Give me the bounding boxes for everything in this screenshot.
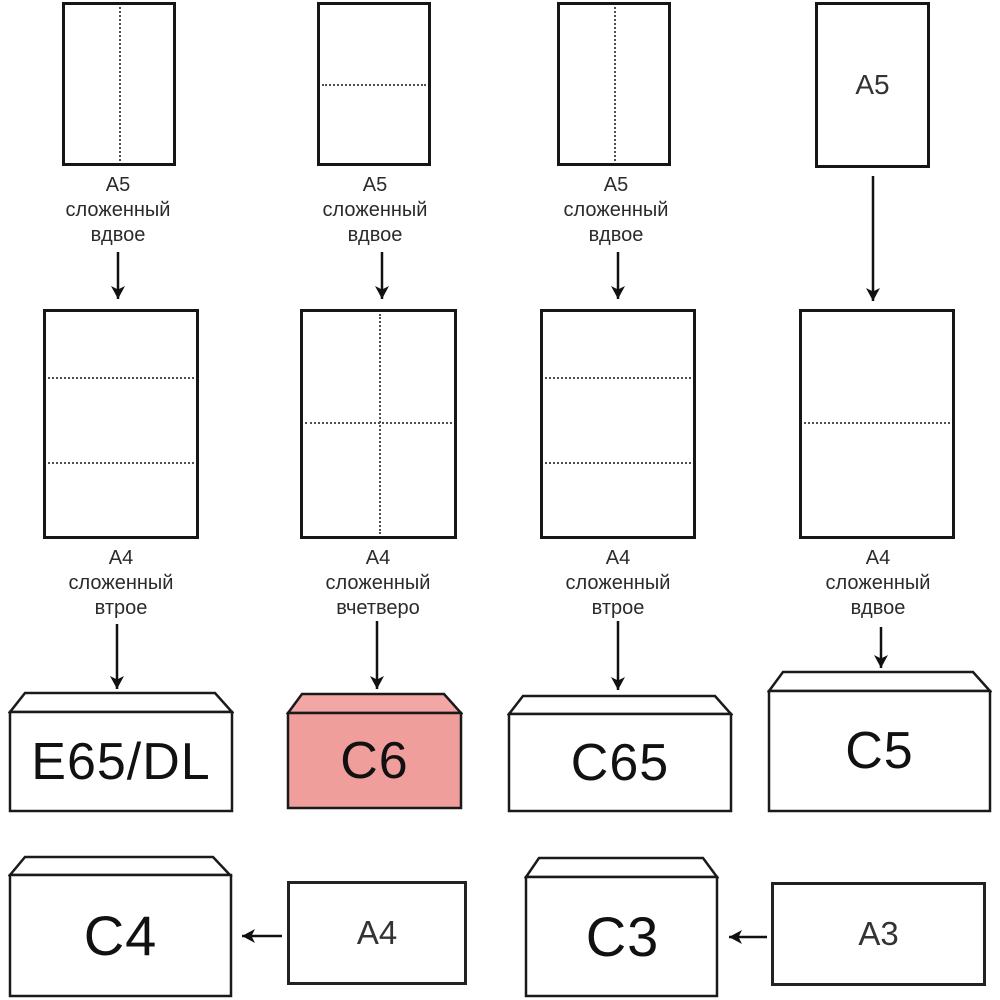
paper-a5-fold-half-col2 — [317, 2, 431, 166]
caption-a5-col1: А5 сложенный вдвое — [28, 173, 208, 248]
paper-label-a3: А3 — [858, 915, 899, 952]
caption-line: А4 — [365, 547, 391, 569]
caption-a5-col2: А5 сложенный вдвое — [285, 173, 465, 248]
envelope-label-c5: C5 — [845, 722, 914, 780]
caption-line: А4 — [865, 547, 891, 569]
fold-line-vertical — [119, 7, 121, 161]
fold-line-horizontal — [545, 376, 691, 379]
envelope-shape — [286, 692, 463, 810]
paper-a3-flat: А3 — [771, 882, 986, 986]
paper-a5-fold-half-col3 — [557, 2, 671, 166]
envelope-c6-highlighted: C6 — [286, 692, 463, 810]
fold-line-horizontal — [545, 462, 691, 465]
caption-line: А5 — [603, 174, 629, 196]
envelope-label-c3: C3 — [585, 905, 660, 968]
caption-a4-col1: А4 сложенный втрое — [31, 546, 211, 621]
envelope-body — [767, 689, 992, 813]
envelope-flap — [507, 694, 733, 716]
envelope-label-c6: C6 — [340, 731, 409, 790]
caption-line: А5 — [105, 174, 131, 196]
caption-line: вчетверо — [336, 597, 420, 619]
envelope-c4: C4 — [8, 855, 233, 998]
caption-a4-col2: А4 сложенный вчетверо — [288, 546, 468, 621]
caption-a5-col3: А5 сложенный вдвое — [526, 173, 706, 248]
fold-line-vertical — [378, 314, 381, 534]
caption-line: втрое — [94, 597, 148, 619]
caption-a4-col3: А4 сложенный втрое — [528, 546, 708, 621]
envelope-body — [286, 711, 463, 810]
paper-a4-fold-quarters-col2 — [300, 309, 457, 539]
caption-line: втрое — [591, 597, 645, 619]
envelope-shape — [8, 855, 233, 998]
fold-line-horizontal — [48, 462, 194, 465]
caption-line: сложенный — [65, 199, 171, 221]
fold-line-vertical — [614, 7, 616, 161]
paper-label-a4: А4 — [356, 914, 398, 951]
envelope-flap — [286, 692, 463, 715]
envelope-flap — [767, 670, 992, 693]
paper-a4-flat: А4 — [287, 881, 467, 985]
envelope-shape — [524, 856, 720, 998]
caption-line: сложенный — [322, 199, 428, 221]
caption-line: сложенный — [565, 572, 671, 594]
paper-a5-unfolded-col4: А5 — [815, 2, 930, 168]
caption-line: А4 — [605, 547, 631, 569]
paper-a4-fold-thirds-col1 — [43, 309, 199, 539]
envelope-shape — [8, 691, 234, 813]
envelope-body — [8, 710, 234, 813]
envelope-c65: C65 — [507, 694, 733, 813]
envelope-label-e65dl: E65/DL — [31, 732, 211, 791]
caption-line: сложенный — [325, 572, 431, 594]
envelope-label-c65: C65 — [570, 733, 670, 792]
fold-line-horizontal — [322, 84, 426, 86]
envelope-e65dl: E65/DL — [8, 691, 234, 813]
envelope-body — [507, 712, 733, 813]
caption-line: вдвое — [588, 224, 644, 246]
fold-line-horizontal — [305, 421, 452, 424]
fold-line-horizontal — [804, 421, 950, 424]
paper-label-a5: А5 — [855, 69, 890, 100]
paper-a4-fold-half-col4 — [799, 309, 955, 539]
caption-line: вдвое — [347, 224, 403, 246]
paper-a4-fold-thirds-col3 — [540, 309, 696, 539]
envelope-flap — [8, 691, 234, 714]
envelope-shape — [507, 694, 733, 813]
envelope-shape — [767, 670, 992, 813]
fold-line-horizontal — [48, 376, 194, 379]
envelope-c5: C5 — [767, 670, 992, 813]
paper-a5-fold-half-col1 — [62, 2, 176, 166]
caption-line: вдвое — [850, 597, 906, 619]
envelope-body — [524, 875, 719, 998]
caption-line: сложенный — [563, 199, 669, 221]
caption-line: А4 — [108, 547, 134, 569]
caption-a4-col4: А4 сложенный вдвое — [788, 546, 968, 621]
envelope-flap — [8, 855, 233, 877]
caption-line: сложенный — [825, 572, 931, 594]
envelope-body — [8, 873, 233, 998]
envelope-label-c4: C4 — [83, 904, 158, 967]
caption-line: А5 — [362, 174, 388, 196]
envelope-flap — [524, 856, 720, 879]
caption-line: вдвое — [90, 224, 146, 246]
envelope-c3: C3 — [524, 856, 721, 998]
caption-line: сложенный — [68, 572, 174, 594]
